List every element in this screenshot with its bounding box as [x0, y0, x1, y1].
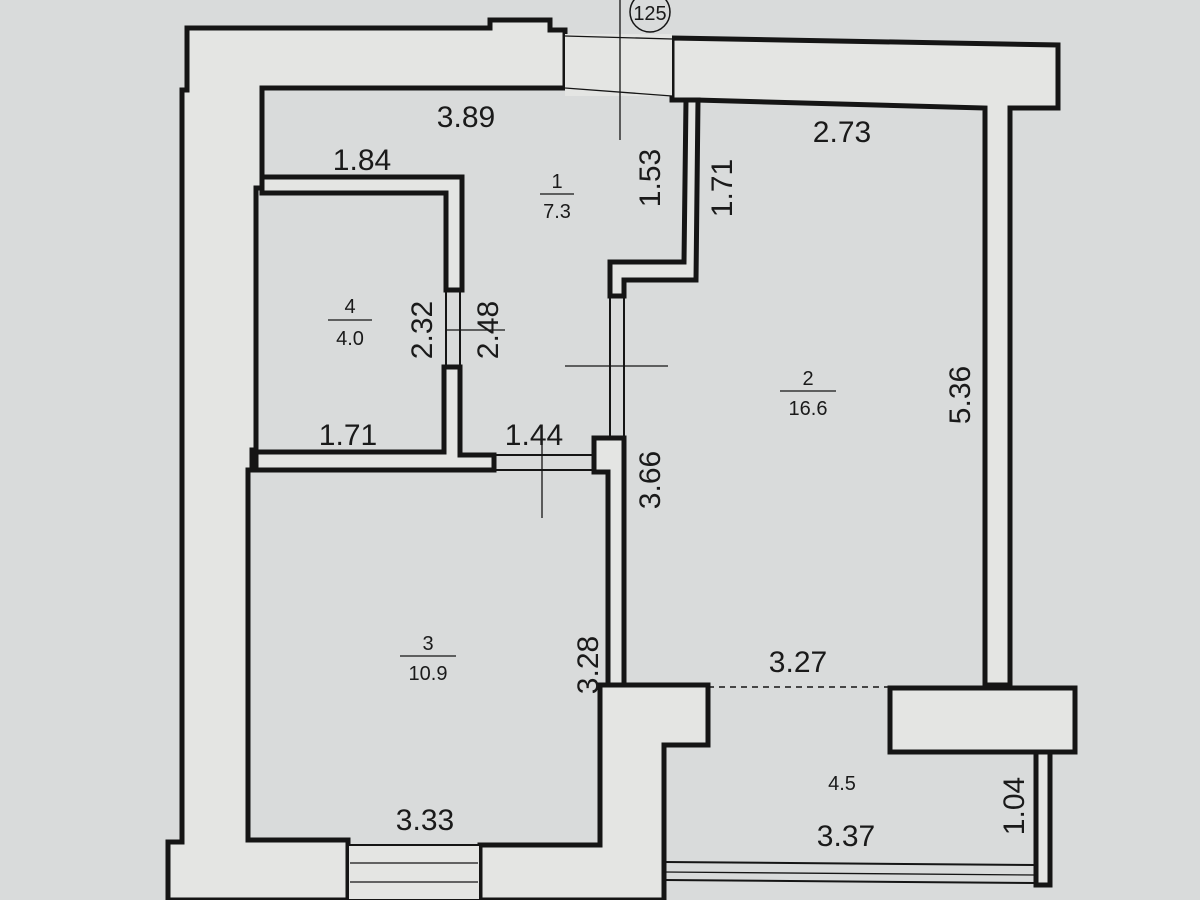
room-number: 2 [802, 368, 813, 390]
room-area: 10.9 [409, 663, 448, 685]
room-area: 7.3 [543, 201, 571, 223]
outer-left-wall [165, 17, 568, 900]
room-label-balcony: 4.5 [828, 773, 856, 795]
dimension-label: 3.33 [396, 804, 454, 837]
dimension-label: 1.71 [319, 419, 377, 452]
dimension-label: 3.89 [437, 101, 495, 134]
balcony-glazing-1 [663, 861, 1037, 866]
dimension-label: 2.48 [472, 301, 505, 359]
axis-marker-label: 125 [633, 3, 666, 25]
bottom-wall-room-3 [477, 682, 711, 900]
dimension-label: 1.71 [706, 159, 739, 217]
room-label-2: 2 16.6 [780, 368, 836, 420]
balcony-glazing-3 [663, 879, 1037, 884]
room-number: 4 [344, 296, 355, 318]
room-label-4: 4 4.0 [328, 296, 372, 350]
dimension-label: 2.73 [813, 116, 871, 149]
balcony-right-edge [1033, 749, 1053, 888]
room-area: 4.0 [336, 328, 364, 350]
dimension-label: 1.04 [998, 777, 1031, 835]
room-area: 4.5 [828, 773, 856, 795]
room-area: 16.6 [789, 398, 828, 420]
dimension-label: 3.66 [634, 451, 667, 509]
dimension-label: 3.27 [769, 646, 827, 679]
room-number: 3 [422, 633, 433, 655]
top-window [565, 34, 672, 96]
room-label-1: 1 7.3 [540, 171, 574, 223]
room-label-3: 3 10.9 [400, 633, 456, 685]
top-window-line-2 [564, 87, 673, 97]
dimension-label: 1.53 [634, 149, 667, 207]
dimension-label: 3.28 [572, 636, 605, 694]
axis-marker [629, 0, 671, 33]
dimension-label: 5.36 [944, 366, 977, 424]
dimension-label: 1.44 [505, 419, 563, 452]
dimension-label: 1.84 [333, 144, 391, 177]
bottom-window [347, 844, 481, 900]
dimension-label: 2.32 [406, 301, 439, 359]
balcony-right-wall [887, 685, 1078, 755]
room-number: 1 [551, 171, 562, 193]
balcony-glazing-2 [663, 871, 1037, 876]
top-window-line-1 [564, 35, 673, 40]
dimension-label: 3.37 [817, 820, 875, 853]
